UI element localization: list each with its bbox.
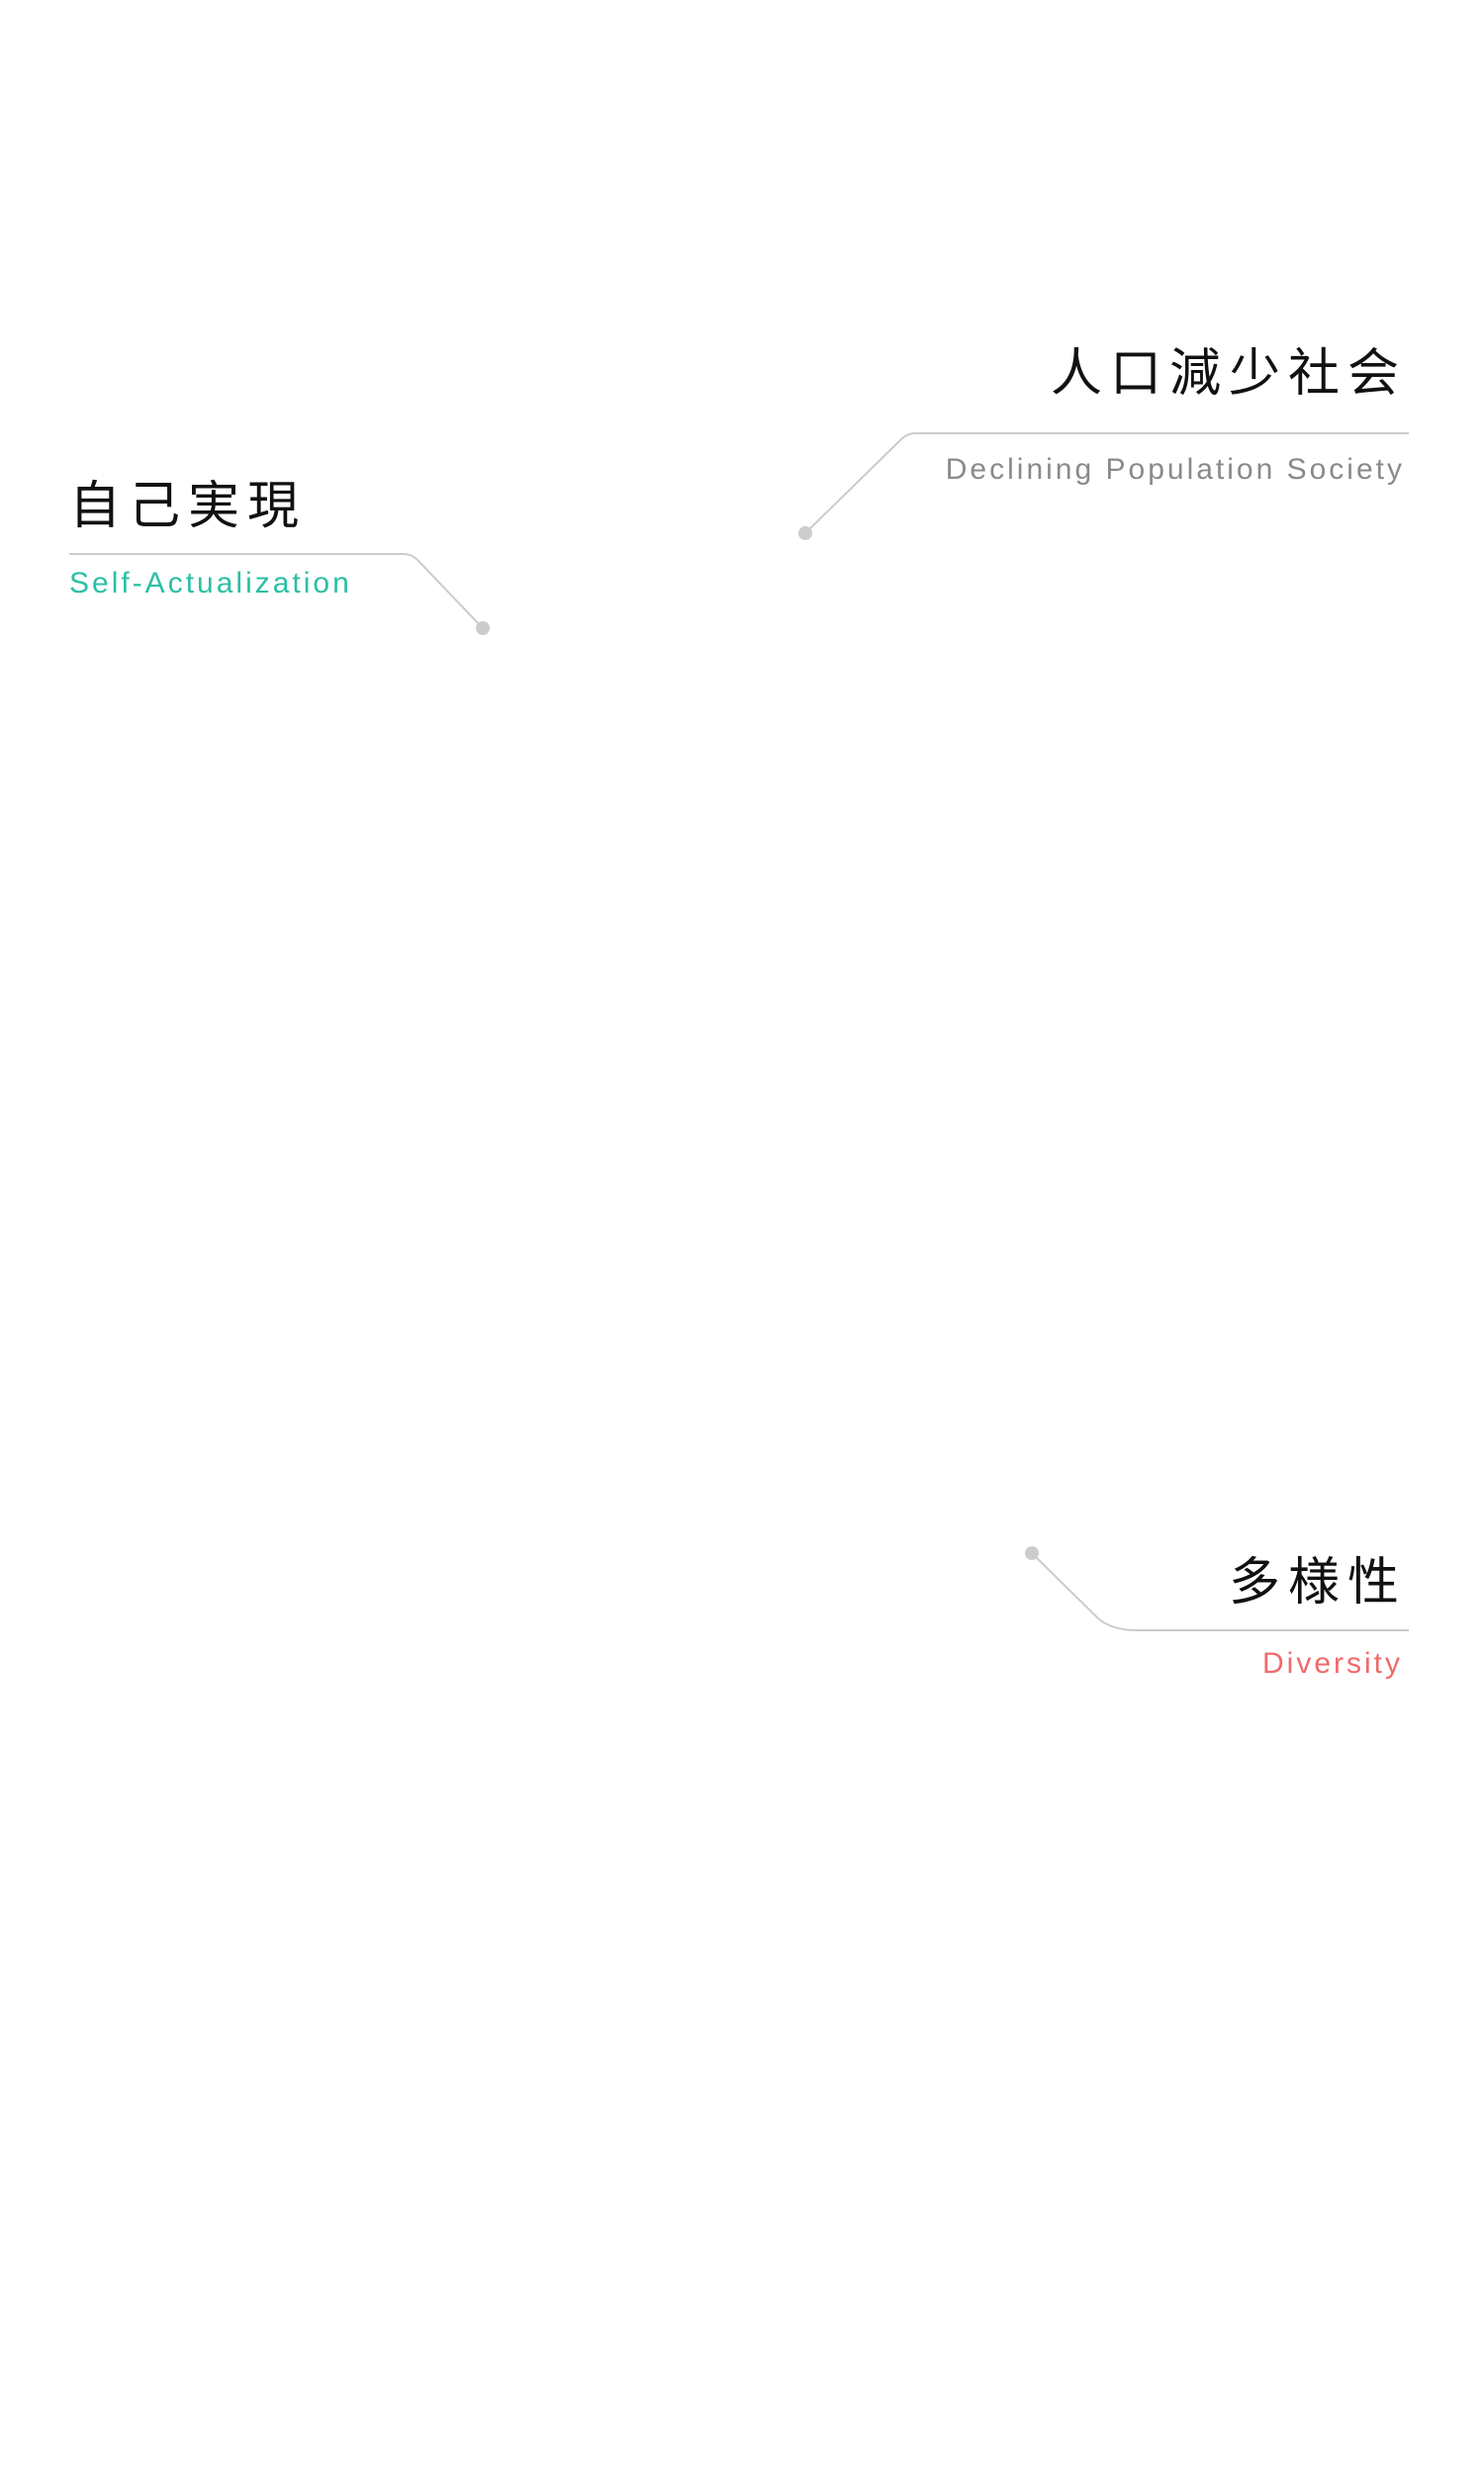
connector-dot-self-actualization xyxy=(476,621,490,635)
connector-dot-diversity xyxy=(1025,1546,1039,1560)
connector-self-actualization xyxy=(69,553,484,629)
title-diversity: 多様性 xyxy=(1228,1554,1407,1612)
title-declining-population: 人口減少社会 xyxy=(1050,345,1407,403)
subtitle-diversity: Diversity xyxy=(1261,1647,1403,1680)
connector-declining-population xyxy=(804,432,1409,534)
title-self-actualization: 自己実現 xyxy=(69,478,308,535)
connector-dot-declining-population xyxy=(798,526,812,540)
subtitle-declining-population: Declining Population Society xyxy=(945,453,1405,486)
subtitle-self-actualization: Self-Actualization xyxy=(69,567,352,600)
connector-diversity xyxy=(1031,1552,1409,1631)
